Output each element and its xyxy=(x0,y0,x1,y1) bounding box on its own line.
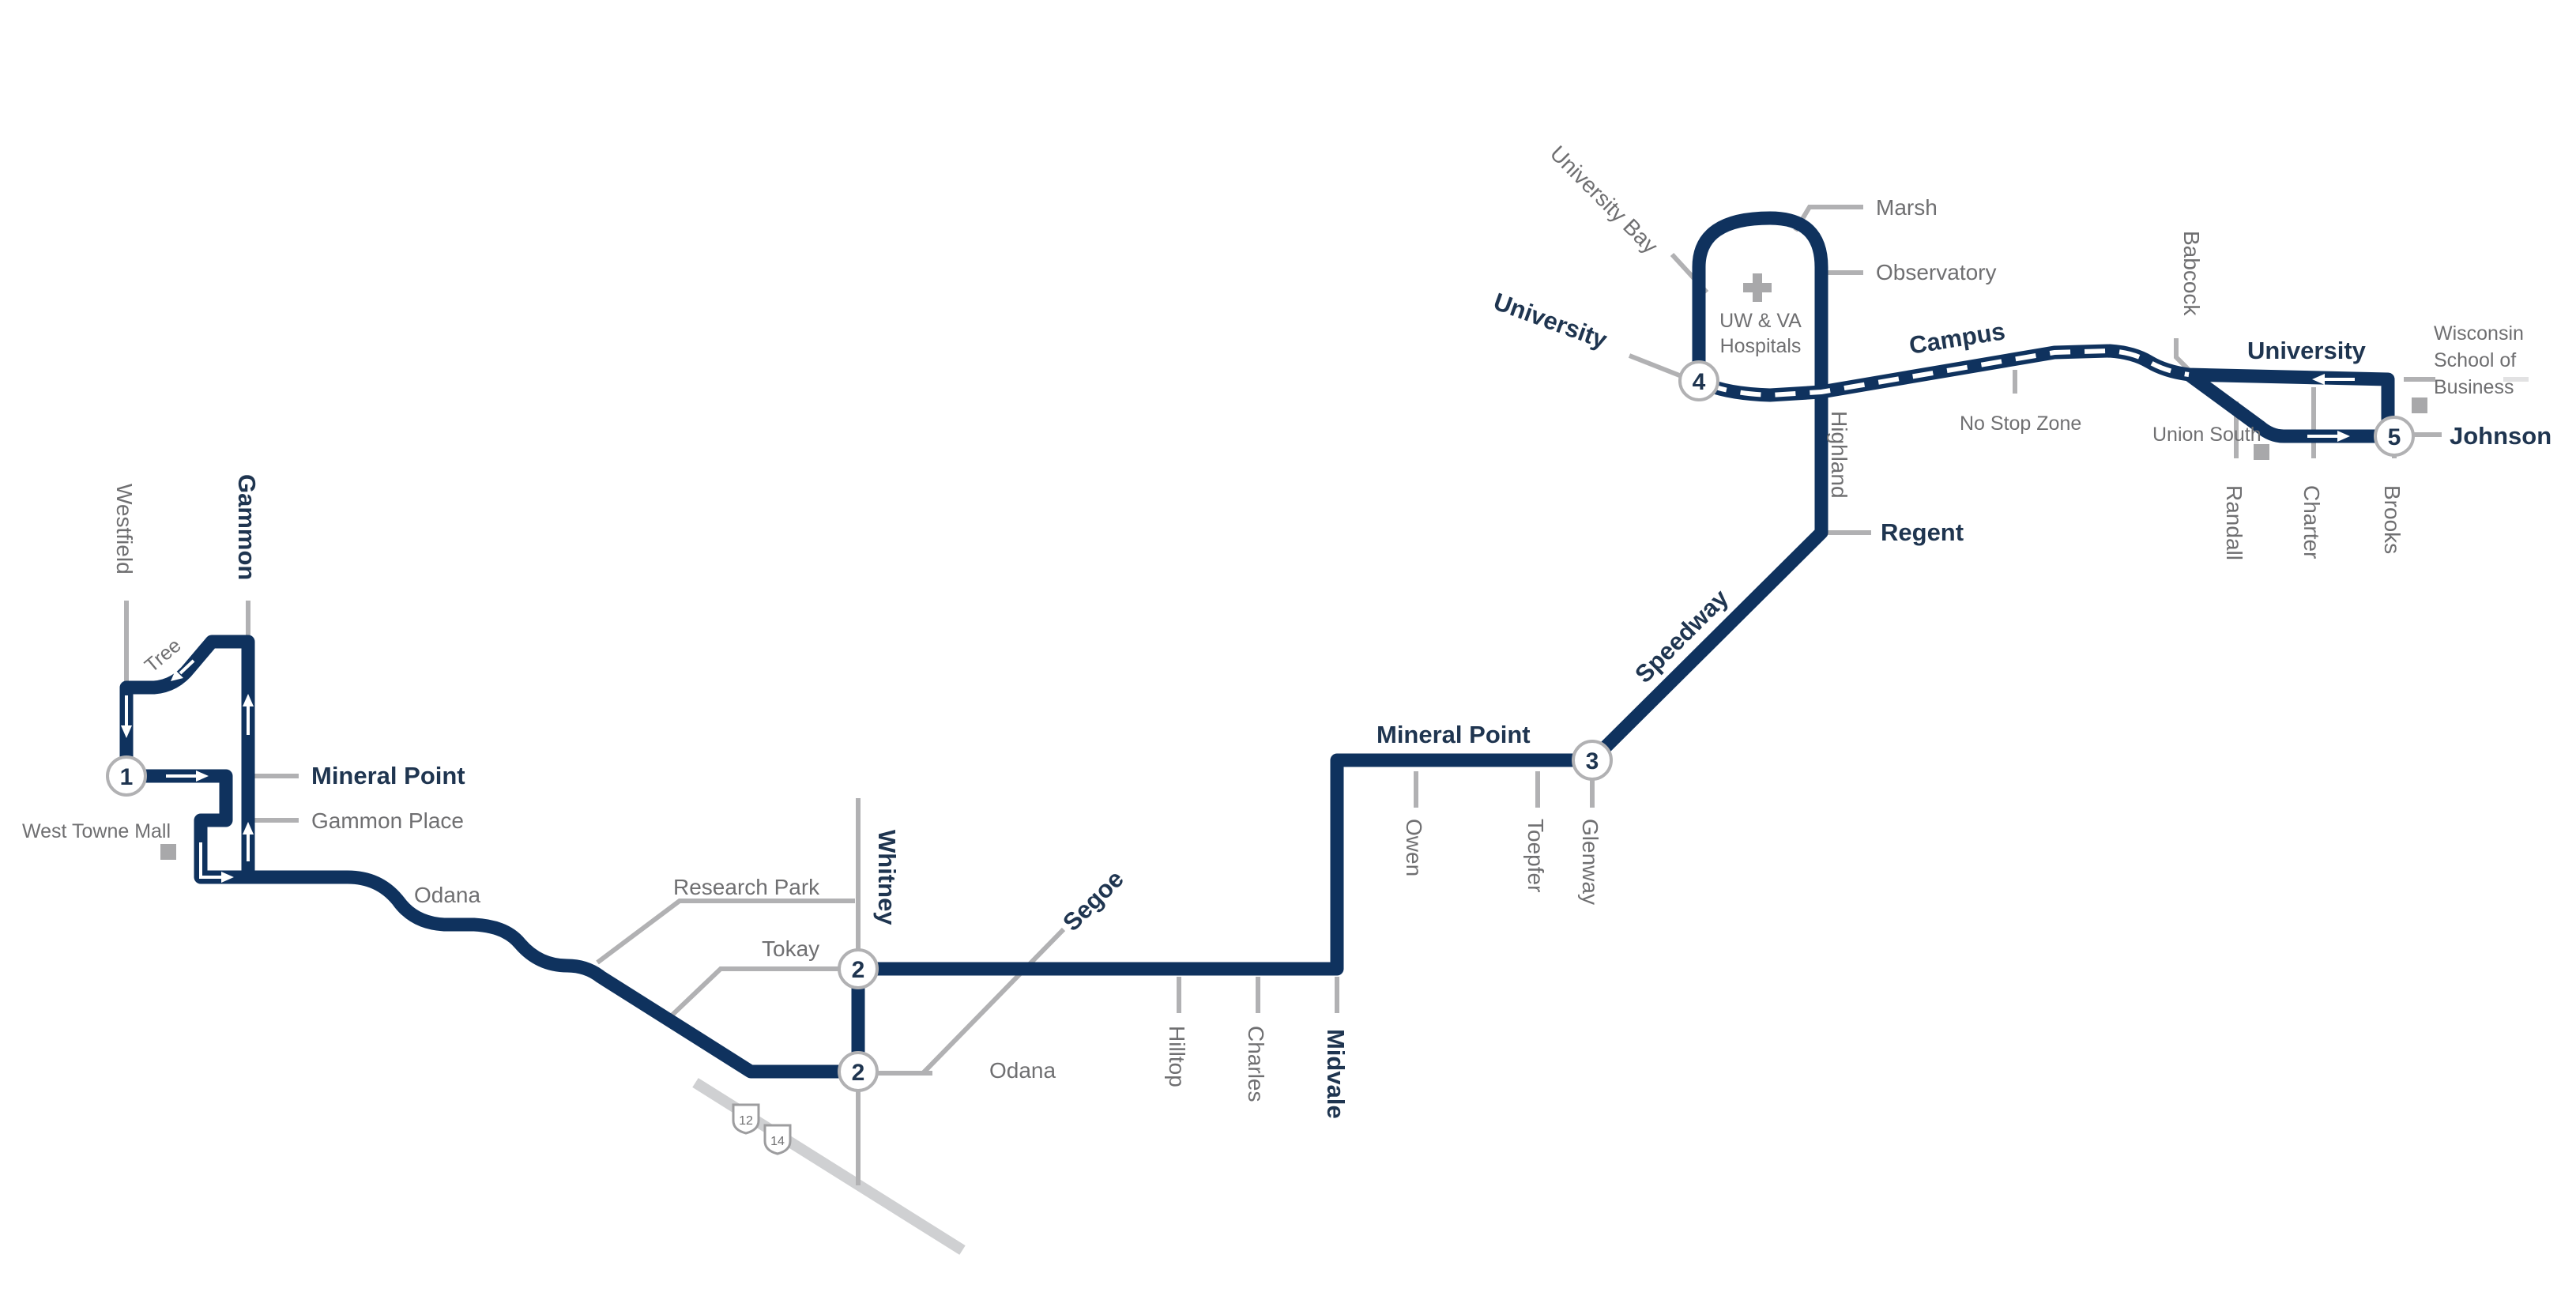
label-odana-west: Odana xyxy=(414,883,480,907)
label-gammon-place: Gammon Place xyxy=(311,808,464,833)
svg-text:3: 3 xyxy=(1586,748,1599,774)
svg-text:5: 5 xyxy=(2388,424,2401,450)
label-hilltop: Hilltop xyxy=(1165,1026,1189,1087)
label-research-park: Research Park xyxy=(673,875,820,899)
svg-text:4: 4 xyxy=(1693,369,1706,395)
label-toepfer: Toepfer xyxy=(1523,819,1548,892)
stop-5[interactable]: 5 xyxy=(2374,416,2415,457)
stop-2-north[interactable]: 2 xyxy=(838,948,879,989)
label-west-towne-mall: West Towne Mall xyxy=(22,820,171,842)
label-tokay: Tokay xyxy=(762,936,819,961)
label-gammon: Gammon xyxy=(233,474,261,580)
label-brooks: Brooks xyxy=(2380,485,2405,554)
svg-text:12: 12 xyxy=(739,1114,753,1128)
svg-text:2: 2 xyxy=(852,1060,865,1086)
label-whitney: Whitney xyxy=(873,830,901,925)
stop-3[interactable]: 3 xyxy=(1572,740,1613,781)
label-glenway: Glenway xyxy=(1578,819,1602,905)
direction-arrows xyxy=(121,374,2355,883)
label-university-bay: University Bay xyxy=(1546,141,1663,258)
label-midvale: Midvale xyxy=(1322,1029,1350,1119)
business-school-marker xyxy=(2412,397,2427,413)
label-owen: Owen xyxy=(1402,819,1426,876)
label-no-stop-zone: No Stop Zone xyxy=(1960,413,2081,435)
label-highland: Highland xyxy=(1827,411,1851,499)
label-union-south: Union South xyxy=(2152,424,2262,446)
label-university-east: University xyxy=(2247,337,2367,364)
stop-2-south[interactable]: 2 xyxy=(838,1051,879,1092)
label-marsh: Marsh xyxy=(1876,195,1938,220)
label-charter: Charter xyxy=(2299,485,2324,559)
label-johnson: Johnson xyxy=(2450,422,2552,450)
union-south-marker xyxy=(2254,444,2269,460)
svg-text:14: 14 xyxy=(770,1135,785,1148)
west-towne-mall-marker xyxy=(160,844,176,860)
label-mineral-point-east: Mineral Point xyxy=(1377,721,1531,748)
label-segoe: Segoe xyxy=(1057,865,1129,936)
label-regent: Regent xyxy=(1881,518,1964,546)
highway-shield-14: 14 xyxy=(763,1124,792,1155)
label-hospitals-2: Hospitals xyxy=(1720,335,1802,357)
svg-text:1: 1 xyxy=(120,764,134,790)
label-university-west: University xyxy=(1490,288,1612,354)
label-randall: Randall xyxy=(2222,485,2246,560)
label-wsb-2: School of xyxy=(2434,349,2516,371)
bus-route xyxy=(119,211,2395,1079)
label-campus: Campus xyxy=(1908,317,2007,360)
side-streets xyxy=(124,205,2529,1185)
svg-text:2: 2 xyxy=(852,957,865,983)
stop-4[interactable]: 4 xyxy=(1678,360,1719,401)
highway-shield-12: 12 xyxy=(732,1103,760,1135)
label-mineral-point-west: Mineral Point xyxy=(311,762,465,789)
label-observatory: Observatory xyxy=(1876,260,1997,284)
label-wsb-3: Business xyxy=(2434,376,2514,398)
label-babcock: Babcock xyxy=(2179,231,2204,316)
label-westfield: Westfield xyxy=(112,484,137,575)
hospital-cross-icon xyxy=(1743,273,1772,302)
label-charles: Charles xyxy=(1244,1026,1268,1102)
no-stop-zone-dashes xyxy=(1705,348,2190,398)
label-odana-east: Odana xyxy=(989,1058,1056,1083)
stop-1[interactable]: 1 xyxy=(106,755,147,797)
label-hospitals-1: UW & VA xyxy=(1719,310,1802,332)
label-wsb-1: Wisconsin xyxy=(2434,322,2524,345)
